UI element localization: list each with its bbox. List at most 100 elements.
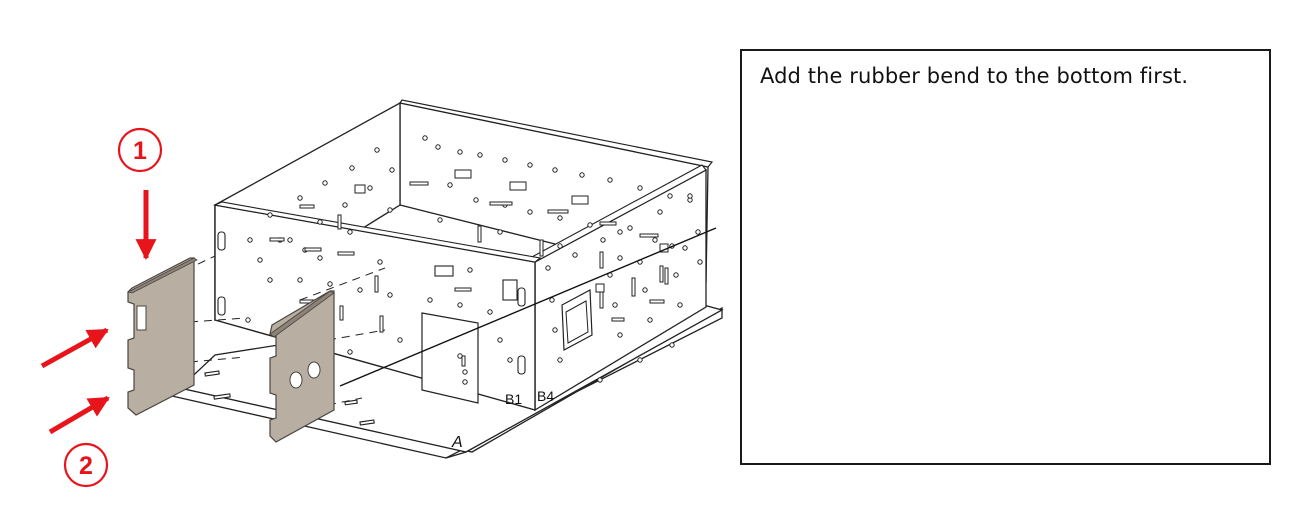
callout-instruction: Add the rubber bend to the bottom first. bbox=[760, 64, 1189, 88]
panel-d3-assembly bbox=[269, 290, 335, 443]
wall-slot bbox=[599, 251, 604, 269]
label-b1: B1 bbox=[505, 391, 522, 407]
wall-slot bbox=[354, 184, 366, 194]
wall-hole bbox=[557, 243, 563, 249]
wall-hole bbox=[572, 252, 578, 258]
wall-hole bbox=[377, 259, 383, 265]
wall-hole bbox=[652, 237, 658, 243]
wall-slot bbox=[269, 237, 285, 242]
wall-slot bbox=[489, 201, 513, 206]
wall-hole bbox=[317, 255, 323, 261]
wall-hole bbox=[287, 237, 293, 243]
wall-hole bbox=[435, 144, 441, 150]
wall-hole bbox=[357, 287, 363, 293]
wall-hole bbox=[342, 202, 348, 208]
wall-hole bbox=[617, 229, 623, 235]
step-2-circle bbox=[63, 442, 109, 488]
label-a: A bbox=[451, 434, 463, 451]
wall-hole bbox=[545, 265, 551, 271]
wall-hole bbox=[682, 245, 688, 251]
wall-slot bbox=[454, 287, 472, 292]
wall-hole bbox=[447, 182, 453, 188]
wall-slot bbox=[337, 214, 342, 230]
wall-slot bbox=[461, 355, 466, 367]
wall-hole bbox=[367, 185, 373, 191]
wall-hole bbox=[497, 337, 503, 343]
step-2-label: 2 bbox=[79, 452, 93, 480]
wall-hole bbox=[552, 167, 558, 173]
wall-hole bbox=[374, 147, 380, 153]
wall-hole bbox=[637, 185, 643, 191]
wall-hole bbox=[617, 255, 623, 261]
wall-slot bbox=[599, 291, 604, 309]
wall-hole bbox=[347, 229, 353, 235]
wall-hole bbox=[557, 357, 563, 363]
wall-hole bbox=[422, 135, 428, 141]
wall-hole bbox=[387, 207, 393, 213]
leader-line bbox=[339, 227, 717, 387]
wall-slot bbox=[477, 225, 482, 243]
wall-hole bbox=[657, 209, 663, 215]
wall-hole bbox=[527, 209, 533, 215]
wall-slot bbox=[631, 277, 636, 297]
wall-slot bbox=[509, 181, 527, 191]
wall-slot bbox=[409, 181, 429, 186]
wall-hole bbox=[317, 219, 323, 225]
wall-hole bbox=[457, 149, 463, 155]
wall-hole bbox=[549, 297, 555, 303]
front-wall-b1 bbox=[213, 201, 542, 411]
wall-hole bbox=[607, 177, 613, 183]
wall-hole bbox=[477, 152, 483, 158]
wall-hole bbox=[322, 180, 328, 186]
wall-hole bbox=[677, 302, 683, 308]
wall-hole bbox=[637, 357, 643, 363]
wall-hole bbox=[642, 287, 648, 293]
wall-hole bbox=[247, 237, 253, 243]
wall-hole bbox=[349, 165, 355, 171]
step-1-circle bbox=[117, 127, 163, 173]
arrow-diagonal-lower bbox=[48, 395, 110, 435]
wall-hole bbox=[389, 167, 395, 173]
callout-box bbox=[740, 49, 1271, 465]
wall-hole bbox=[297, 195, 303, 201]
wall-hole bbox=[687, 193, 693, 199]
wall-slot bbox=[595, 283, 605, 293]
wall-hole bbox=[437, 217, 443, 223]
wall-hole bbox=[462, 379, 468, 385]
wall-hole bbox=[267, 277, 273, 283]
wall-hole bbox=[507, 357, 513, 363]
wall-hole bbox=[327, 281, 333, 287]
side-wall-b4 bbox=[529, 164, 707, 412]
wall-hole bbox=[697, 259, 703, 265]
wall-slot bbox=[379, 315, 384, 333]
wall-hole bbox=[579, 172, 585, 178]
wall-hole bbox=[473, 197, 479, 203]
wall-slot bbox=[337, 251, 355, 256]
wall-slot bbox=[659, 265, 664, 283]
wall-hole bbox=[467, 267, 473, 273]
wall-hole bbox=[647, 317, 653, 323]
wall-hole bbox=[487, 309, 493, 315]
wall-hole bbox=[669, 342, 675, 348]
wall-hole bbox=[587, 222, 593, 228]
wall-hole bbox=[597, 377, 603, 383]
wall-hole bbox=[497, 229, 503, 235]
wall-hole bbox=[552, 327, 558, 333]
wall-hole bbox=[245, 317, 251, 323]
wall-hole bbox=[297, 277, 303, 283]
wall-hole bbox=[257, 257, 263, 263]
wall-slot bbox=[649, 299, 665, 304]
wall-hole bbox=[527, 162, 533, 168]
wall-hole bbox=[502, 157, 508, 163]
wall-hole bbox=[397, 337, 403, 343]
wall-slot bbox=[299, 204, 315, 209]
wall-slot bbox=[547, 209, 569, 214]
wall-slot bbox=[374, 275, 379, 293]
wall-hole bbox=[667, 193, 673, 199]
wall-slot bbox=[571, 195, 589, 205]
panel-d1-assembly bbox=[126, 257, 198, 416]
wall-slot bbox=[664, 267, 669, 285]
wall-hole bbox=[627, 225, 633, 231]
wall-hole bbox=[267, 212, 273, 218]
